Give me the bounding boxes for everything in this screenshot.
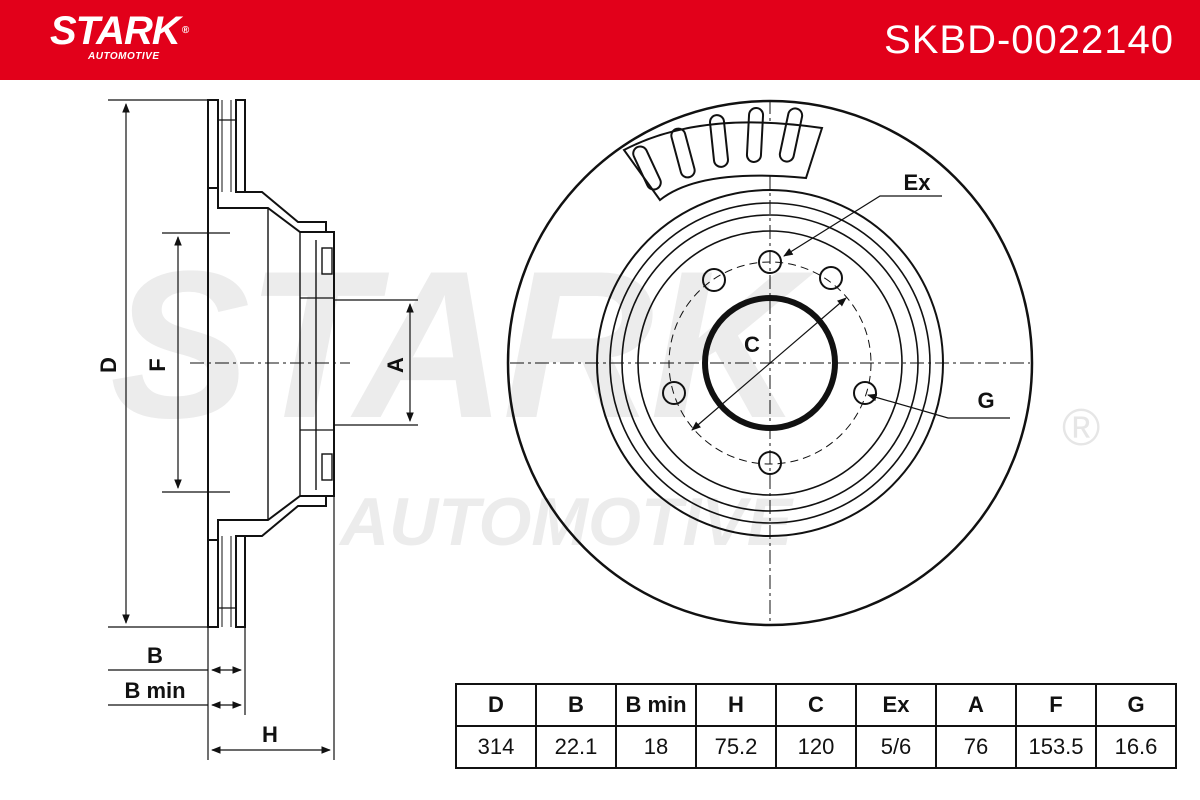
label-A: A: [383, 357, 408, 373]
spec-header-B-min: B min: [615, 683, 697, 727]
header-bar: STARK® AUTOMOTIVE SKBD-0022140: [0, 0, 1200, 80]
side-section-view: [190, 99, 350, 628]
spec-value-Ex: 5/6: [855, 725, 937, 769]
spec-header-A: A: [935, 683, 1017, 727]
spec-value-A: 76: [935, 725, 1017, 769]
spec-header-Ex: Ex: [855, 683, 937, 727]
spec-value-B: 22.1: [535, 725, 617, 769]
spec-table: D B B min H C Ex A F G 314 22.1 18 75.2 …: [455, 683, 1177, 769]
label-D: D: [96, 357, 121, 373]
label-H: H: [262, 722, 278, 747]
spec-header-F: F: [1015, 683, 1097, 727]
spec-header-G: G: [1095, 683, 1177, 727]
spec-value-D: 314: [455, 725, 537, 769]
label-C: C: [744, 332, 760, 357]
label-G: G: [977, 388, 994, 413]
label-Ex: Ex: [904, 170, 932, 195]
spec-value-F: 153.5: [1015, 725, 1097, 769]
spec-header-D: D: [455, 683, 537, 727]
label-F: F: [145, 358, 170, 371]
label-B: B: [147, 643, 163, 668]
spec-value-G: 16.6: [1095, 725, 1177, 769]
front-dimensions: [691, 195, 1010, 431]
spec-value-H: 75.2: [695, 725, 777, 769]
stark-logo-sub: AUTOMOTIVE: [88, 51, 160, 62]
spec-value-B-min: 18: [615, 725, 697, 769]
watermark-registered: ®: [1062, 399, 1101, 457]
watermark-sub-text: AUTOMOTIVE: [340, 484, 793, 560]
spec-header-C: C: [775, 683, 857, 727]
spec-table-header-row: D B B min H C Ex A F G: [455, 683, 1177, 727]
spec-value-C: 120: [775, 725, 857, 769]
stark-logo: STARK®: [50, 9, 189, 53]
watermark-text: STARK: [110, 227, 802, 462]
spec-table-value-row: 314 22.1 18 75.2 120 5/6 76 153.5 16.6: [455, 725, 1177, 769]
side-dimensions: [108, 99, 418, 760]
side-dimension-labels: D F A B B min H: [96, 357, 408, 747]
front-dimension-labels: C Ex G: [744, 170, 995, 413]
spec-header-B: B: [535, 683, 617, 727]
part-number: SKBD-0022140: [884, 18, 1174, 62]
spec-header-H: H: [695, 683, 777, 727]
label-B-min: B min: [124, 678, 185, 703]
